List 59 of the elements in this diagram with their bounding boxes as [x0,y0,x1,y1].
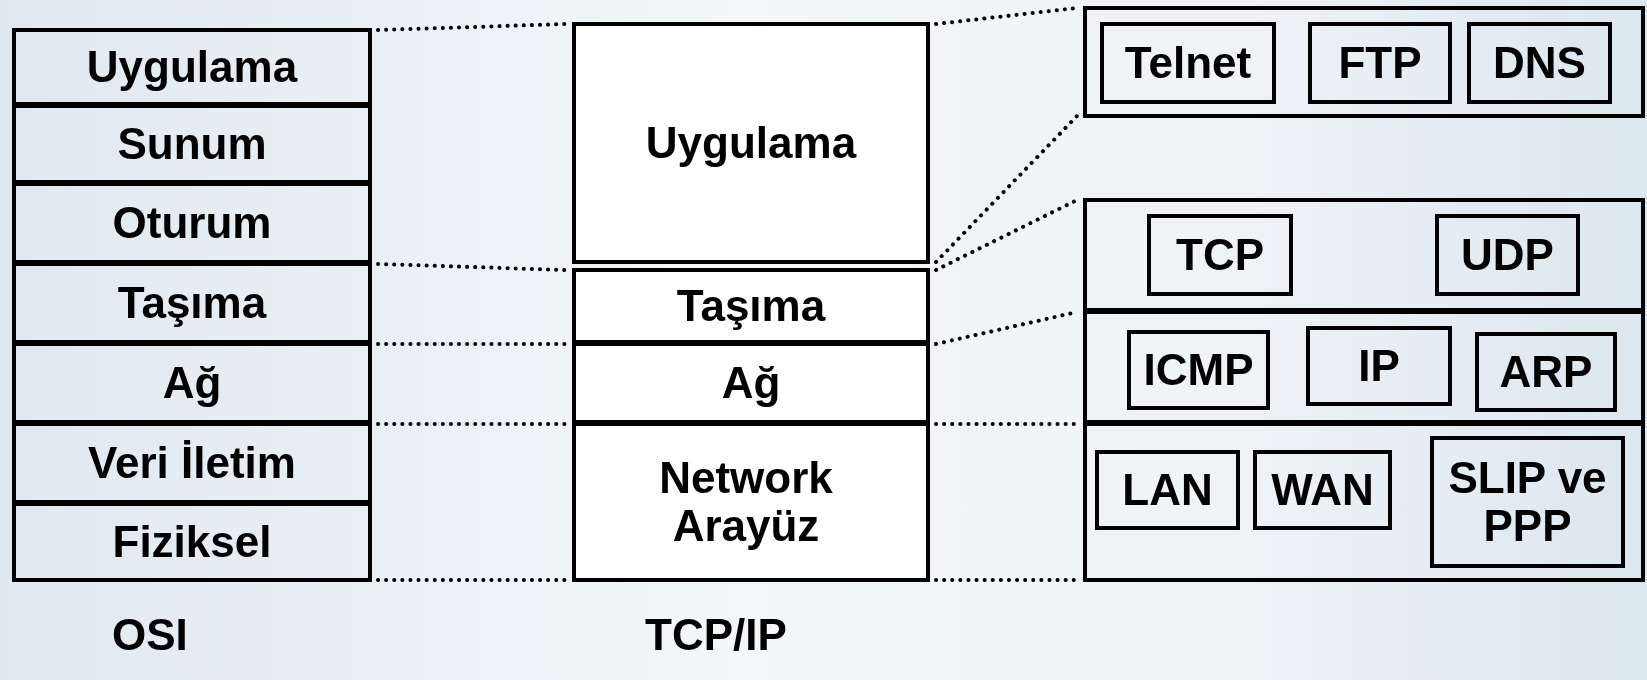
layer-name: UDP [1461,230,1554,280]
layer-name: Taşıma [117,278,267,328]
model-title: OSI [112,610,188,660]
layer-box [12,342,372,424]
layer-box [1127,330,1270,410]
group-box [1083,422,1645,582]
layer-box [12,28,372,106]
layer-name: Taşıma [676,281,826,331]
layer-box [1308,22,1452,104]
layer-name: Network Arayüz [658,453,834,551]
dotted-connector [934,198,1079,272]
dotted-connector [376,262,568,272]
layer-box [1430,436,1625,568]
layer-box [1467,22,1612,104]
layer-box [12,262,372,344]
dotted-connector [376,578,568,582]
dotted-connector [376,422,568,426]
layer-box [572,342,930,424]
dotted-connector [934,114,1079,264]
layer-box [572,422,930,582]
layer-name: TCP [1176,230,1264,280]
layer-name: Fiziksel [112,517,272,567]
layer-box [1435,214,1580,296]
layer-name: LAN [1122,465,1213,515]
group-box [1083,310,1645,424]
model-title: TCP/IP [645,610,787,660]
layer-box [1147,214,1293,296]
layer-box [12,182,372,264]
layer-name: FTP [1338,38,1422,88]
layer-name: ICMP [1143,345,1254,395]
layer-name: IP [1358,341,1400,391]
layer-name: Sunum [117,119,267,169]
layer-box [1475,332,1617,412]
layer-box [572,22,930,264]
layer-box [1100,22,1276,104]
layer-box [12,104,372,184]
layer-name: Telnet [1124,38,1252,88]
dotted-connector [376,342,568,346]
group-box [1083,198,1645,312]
layer-box [12,502,372,582]
layer-name: SLIP ve PPP [1447,453,1608,551]
dotted-connector [376,22,568,32]
layer-box [12,422,372,504]
layer-name: ARP [1499,347,1593,397]
layer-name: Uygulama [86,42,298,92]
layer-name: Ağ [162,358,222,408]
layer-name: WAN [1271,465,1374,515]
layer-box [1095,450,1240,530]
layer-box [1306,326,1452,406]
layer-box [572,268,930,344]
layer-name: Ağ [721,358,781,408]
group-box [1083,6,1645,118]
layer-name: DNS [1493,38,1586,88]
layer-box [1253,450,1392,530]
dotted-connector [934,422,1079,426]
layer-name: Uygulama [645,118,857,168]
layer-name: Veri İletim [88,438,296,488]
layer-name: Oturum [112,198,272,248]
dotted-connector [934,578,1079,582]
